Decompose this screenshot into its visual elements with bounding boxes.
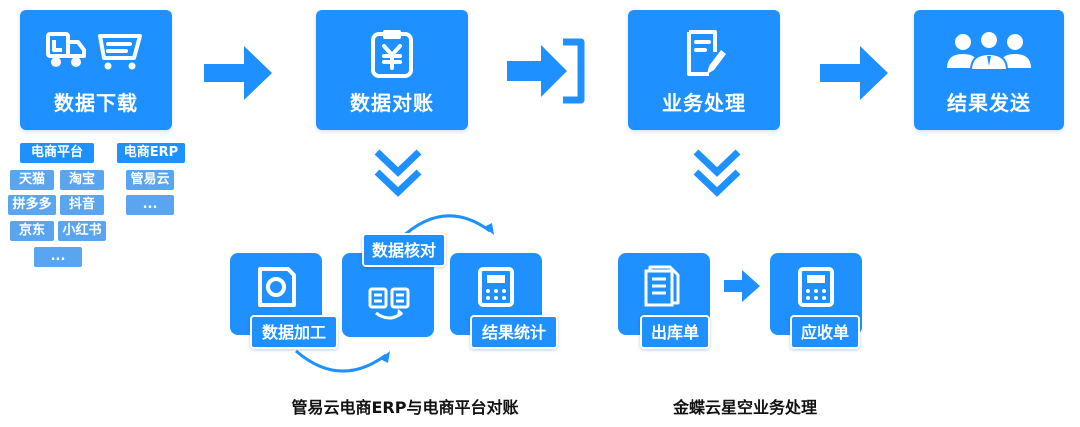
chevron-down-double-icon (693, 149, 741, 197)
step-data-reconcile: 数据对账 (316, 10, 468, 130)
step-label: 数据下载 (54, 91, 138, 115)
source-item: 京东 (10, 221, 54, 241)
source-item: 小红书 (58, 221, 106, 241)
documents-icon (644, 265, 680, 307)
step-label: 结果发送 (947, 91, 1031, 115)
document-edit-icon (687, 30, 726, 76)
business-caption: 金蝶云星空业务处理 (672, 398, 817, 417)
sign-in-arrow-icon (507, 38, 585, 104)
tag-data-process: 数据加工 (250, 315, 338, 349)
tag-outbound-order: 出库单 (640, 315, 710, 349)
arrow-right-icon (204, 46, 272, 100)
sub-box-check (342, 253, 434, 337)
yen-clipboard-icon (371, 30, 413, 78)
source-header-erp: 电商ERP (117, 143, 185, 163)
cycle-arc-top (398, 214, 494, 241)
step-label: 业务处理 (662, 91, 746, 115)
sync-docs-icon (368, 287, 410, 320)
people-group-icon (947, 30, 1031, 71)
arrow-right-icon (724, 270, 760, 302)
source-item: 拼多多 (8, 195, 56, 215)
reconcile-caption: 管易云电商ERP与电商平台对账 (291, 398, 519, 417)
source-item-more: ... (126, 195, 174, 215)
truck-cart-icon (46, 32, 142, 70)
step-data-download: 数据下载 (20, 10, 172, 130)
arrow-right-icon (820, 46, 888, 100)
step-business-process: 业务处理 (628, 10, 780, 130)
tag-data-check: 数据核对 (362, 233, 446, 267)
tag-result-stats: 结果统计 (470, 315, 558, 349)
chevron-down-double-icon (374, 149, 422, 197)
source-header-ecommerce: 电商平台 (20, 143, 94, 163)
tag-receivable-order: 应收单 (790, 315, 860, 349)
source-item: 淘宝 (60, 170, 104, 190)
source-item: 管易云 (126, 170, 174, 190)
step-label: 数据对账 (350, 91, 434, 115)
source-item: 天猫 (10, 170, 54, 190)
calculator-icon (478, 267, 514, 307)
cycle-arc-bottom (295, 349, 390, 373)
calculator-icon (798, 267, 834, 307)
step-result-send: 结果发送 (914, 10, 1064, 130)
source-item: 抖音 (60, 195, 104, 215)
source-item-more: ... (34, 247, 82, 267)
target-doc-icon (258, 267, 296, 307)
